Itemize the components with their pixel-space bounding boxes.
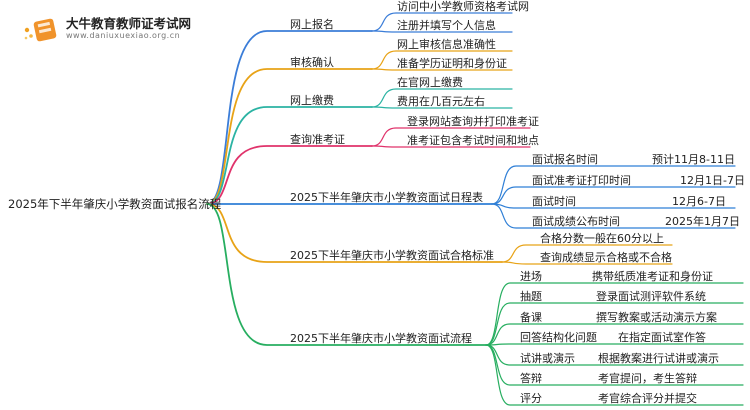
leaf-label: 进场 bbox=[520, 270, 542, 283]
leaf-value: 2025年1月7日 bbox=[665, 215, 740, 228]
branch-label: 查询准考证 bbox=[290, 133, 345, 146]
leaf-value: 在指定面试室作答 bbox=[618, 331, 706, 344]
leaf-label: 评分 bbox=[520, 392, 542, 405]
connector-line bbox=[485, 343, 744, 346]
leaf-value: 12月1日-7日 bbox=[680, 174, 745, 187]
leaf-value: 预计11月8-11日 bbox=[652, 153, 735, 166]
root-topic: 2025年下半年肇庆小学教资面试报名流程 bbox=[8, 197, 222, 211]
connector-line bbox=[501, 244, 673, 263]
leaf-label: 备课 bbox=[520, 311, 542, 324]
leaf-label: 试讲或演示 bbox=[520, 352, 575, 365]
connector-line bbox=[206, 68, 373, 205]
leaf-value: 撰写教案或活动演示方案 bbox=[596, 311, 717, 324]
leaf-label: 准备学历证明和身份证 bbox=[397, 57, 507, 70]
connector-line bbox=[371, 106, 513, 109]
connector-line bbox=[491, 186, 736, 205]
book-logo-icon bbox=[22, 14, 66, 44]
leaf-label: 面试准考证打印时间 bbox=[532, 174, 631, 187]
connector-line bbox=[206, 106, 373, 205]
leaf-label: 面试时间 bbox=[532, 195, 576, 208]
brand-url: www.daniuxuexiao.org.cn bbox=[66, 31, 181, 40]
leaf-label: 网上审核信息准确性 bbox=[397, 38, 496, 51]
leaf-label: 准考证包含考试时间和地点 bbox=[407, 134, 539, 147]
connector-line bbox=[371, 30, 513, 33]
connector-line bbox=[371, 50, 513, 70]
connector-line bbox=[485, 323, 744, 346]
leaf-value: 12月6-7日 bbox=[672, 195, 726, 208]
branch-label: 2025下半年肇庆市小学教资面试合格标准 bbox=[290, 249, 494, 262]
leaf-label: 回答结构化问题 bbox=[520, 331, 597, 344]
leaf-label: 在官网上缴费 bbox=[397, 76, 463, 89]
connector-line bbox=[491, 165, 736, 205]
brand-name: 大牛教育教师证考试网 bbox=[66, 16, 192, 31]
connector-line bbox=[491, 203, 736, 229]
leaf-label: 查询成绩显示合格或不合格 bbox=[540, 251, 672, 264]
connector-line bbox=[501, 261, 673, 265]
connector-line bbox=[206, 145, 373, 205]
leaf-label: 面试成绩公布时间 bbox=[532, 215, 620, 228]
connector-line bbox=[485, 344, 744, 406]
connector-line bbox=[371, 68, 513, 71]
connector-line bbox=[485, 302, 744, 346]
connector-line bbox=[371, 127, 531, 147]
connector-line bbox=[206, 203, 487, 346]
connector-line bbox=[485, 282, 744, 346]
branch-label: 网上缴费 bbox=[290, 94, 334, 107]
leaf-value: 考官综合评分并提交 bbox=[598, 392, 697, 405]
connector-line bbox=[206, 203, 503, 263]
leaf-label: 合格分数一般在60分以上 bbox=[540, 232, 664, 245]
leaf-label: 抽题 bbox=[520, 290, 542, 303]
branch-label: 网上报名 bbox=[290, 18, 334, 31]
leaf-value: 根据教案进行试讲或演示 bbox=[598, 352, 719, 365]
leaf-label: 访问中小学教师资格考试网 bbox=[397, 0, 529, 13]
connector-line bbox=[371, 145, 531, 148]
leaf-label: 答辩 bbox=[520, 372, 542, 385]
leaf-value: 登录面试测评软件系统 bbox=[596, 290, 706, 303]
leaf-label: 注册并填写个人信息 bbox=[397, 19, 496, 32]
leaf-value: 携带纸质准考证和身份证 bbox=[592, 270, 713, 283]
leaf-value: 考官提问，考生答辩 bbox=[598, 372, 697, 385]
branch-label: 审核确认 bbox=[290, 56, 334, 69]
leaf-label: 费用在几百元左右 bbox=[397, 95, 485, 108]
branch-label: 2025下半年肇庆市小学教资面试流程 bbox=[290, 332, 472, 345]
connector-line bbox=[206, 30, 373, 205]
leaf-label: 面试报名时间 bbox=[532, 153, 598, 166]
branch-label: 2025下半年肇庆市小学教资面试日程表 bbox=[290, 191, 483, 204]
connector-line bbox=[371, 12, 513, 32]
connector-line bbox=[371, 88, 513, 108]
leaf-label: 登录网站查询并打印准考证 bbox=[407, 115, 539, 128]
